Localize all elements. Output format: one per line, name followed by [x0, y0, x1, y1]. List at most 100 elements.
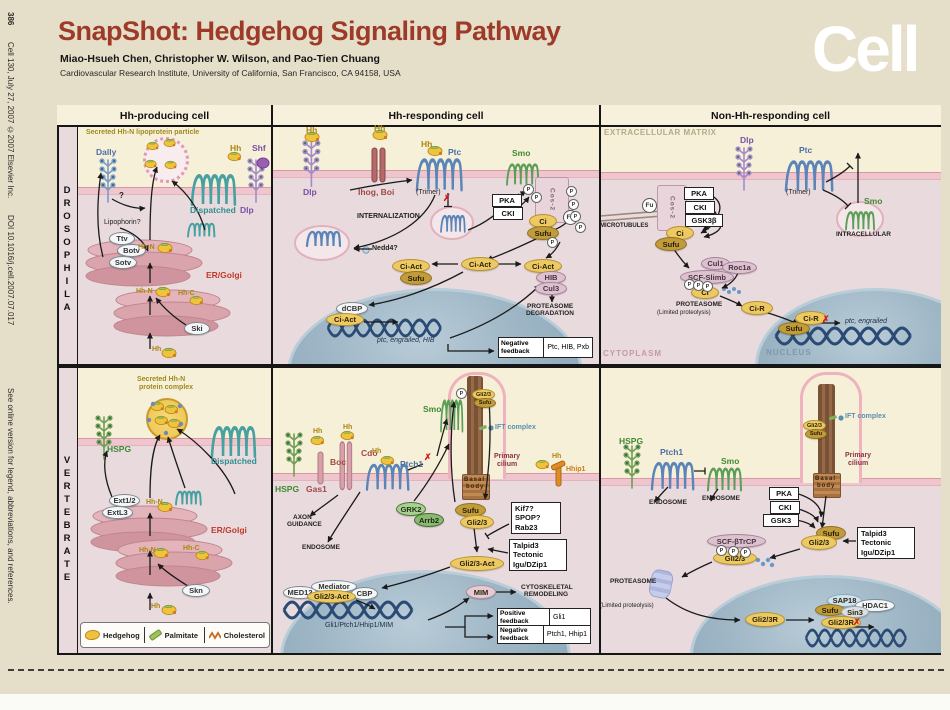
smo-label: Smo: [423, 404, 442, 414]
lipophorin-label: Lipophorin?: [104, 219, 141, 226]
nucleus-label: NUCLEUS: [766, 348, 812, 357]
smo-label: Smo: [864, 196, 883, 206]
hh-label: Hh: [151, 603, 161, 610]
nedd4-label: Nedd4?: [372, 245, 398, 252]
proteasome-degradation-line1: PROTEASOME: [527, 303, 574, 310]
mim-oval: MIM: [466, 585, 496, 599]
inhibition-x: ✗: [822, 314, 830, 324]
negative-feedback-table: Negative feedback Ptch1, Hhip1: [497, 625, 591, 644]
phosphate-badge: P: [716, 545, 727, 556]
cki-box: CKI: [770, 501, 800, 514]
dispatched-label: Dispatched: [211, 456, 257, 466]
cos2-label: Cos-2: [668, 196, 676, 220]
hspg-label: HSPG: [275, 484, 300, 494]
extracellular-zone: [272, 368, 600, 473]
ptc-label: Ptc: [448, 147, 462, 157]
legend-cholesterol: Cholesterol: [205, 631, 269, 640]
hh-label: Hh: [230, 143, 242, 153]
target-genes-label: ptc, engrailed: [845, 318, 888, 325]
plasma-membrane: [600, 478, 941, 486]
primary-cilium-line1: Primary: [494, 453, 521, 460]
endosome-label: ENDOSOME: [302, 544, 340, 551]
inhibition-x: ✗: [443, 193, 451, 203]
ptch1-label: Ptch1: [400, 459, 424, 469]
cul3-oval: Cul3: [535, 282, 567, 295]
gli23-act-oval: Gli2/3-Act: [450, 556, 504, 571]
gli23-oval: Gli2/3: [460, 515, 494, 529]
legend-divider: [203, 626, 205, 644]
sufu-oval: Sufu: [655, 237, 687, 251]
ift-complex-label: IFT complex: [845, 413, 886, 420]
feedback-targets: Ptch1, Hhip1: [546, 631, 587, 638]
kif7-line: Kif7?: [515, 504, 534, 513]
phosphate-badge: P: [568, 199, 579, 210]
phosphate-badge: P: [531, 192, 542, 203]
axon-guidance-line2: GUIDANCE: [287, 521, 322, 528]
hhn-label: Hh-N: [139, 547, 156, 554]
feedback-label: Negative feedback: [499, 338, 545, 357]
cytoplasm-label: CYTOPLASM: [603, 349, 663, 358]
smo-label: Smo: [512, 148, 531, 158]
authors-line: Miao-Hsueh Chen, Christopher W. Wilson, …: [60, 53, 380, 65]
ift-complex-label: IFT complex: [495, 424, 536, 431]
tectonic-line: Tectonic: [513, 550, 544, 560]
grk2-oval: GRK2: [396, 502, 426, 516]
feedback-targets: Gli1: [553, 614, 566, 621]
talpid-tectonic-box: Talpid3 Tectonic Igu/DZip1: [857, 527, 915, 560]
column-divider-1: [271, 105, 273, 655]
er-golgi-label: ER/Golgi: [211, 525, 247, 535]
proteasome-label: PROTEASOME: [676, 301, 723, 308]
er-golgi-label: ER/Golgi: [206, 270, 242, 280]
margin-page-number: 386: [6, 12, 15, 26]
target-genes-label: Gli1/Ptch1/Hhip1/MIM: [325, 622, 394, 629]
inhibition-x: ✗: [853, 617, 861, 627]
basal-body: [813, 473, 841, 498]
axon-guidance-line1: AXON: [293, 514, 312, 521]
legend-palmitate-label: Palmitate: [164, 630, 199, 640]
gsk3b-box: GSK3β: [685, 214, 723, 227]
secreted-particle-label: Secreted Hh-N lipoprotein particle: [86, 129, 200, 136]
margin-note: See online version for legend, abbreviat…: [6, 388, 15, 604]
pka-box: PKA: [769, 487, 799, 500]
hh-label: Hh: [374, 123, 386, 133]
cki-box: CKI: [685, 201, 715, 214]
basal-body-line1: Basal: [464, 477, 486, 483]
column-header-hh-producing: Hh-producing cell: [57, 105, 272, 126]
lipoprotein-particle: [143, 137, 189, 183]
trimer-label: (Trimer): [786, 189, 811, 196]
hedgehog-icon: [85, 630, 100, 640]
cos2-label: Cos-2: [548, 188, 556, 212]
sufu-oval: Sufu: [400, 271, 432, 285]
dispatched-label: Dispatched: [190, 205, 236, 215]
ext12-oval: Ext1/2: [109, 494, 140, 507]
hhn-label: Hh-N: [138, 244, 155, 251]
hhc-label: Hh-C: [183, 545, 200, 552]
smo-label: Smo: [721, 456, 740, 466]
spop-line: SPOP?: [515, 513, 541, 523]
kif7-spop-rab23-box: Kif7? SPOP? Rab23: [511, 502, 561, 535]
legend-hedgehog-label: Hedgehog: [103, 630, 140, 640]
ptc-label: Ptc: [799, 145, 813, 155]
cos2-scaffold: Cos-2: [657, 185, 687, 231]
phosphate-badge: P: [740, 547, 751, 558]
hh-label: Hh: [152, 346, 162, 353]
basal-body-line2: body: [466, 484, 485, 490]
phosphate-badge: P: [702, 281, 713, 292]
pka-box: PKA: [492, 194, 522, 207]
row-divider: [57, 364, 941, 368]
row-label-vertebrate: VERTEBRATE: [61, 455, 73, 585]
extracellular-zone: [272, 126, 600, 170]
sufu-tip-oval: Sufu: [474, 398, 496, 408]
fu-circle: Fu: [642, 198, 657, 213]
hh-label: Hh: [306, 125, 318, 135]
palmitate-icon: [148, 628, 163, 642]
secreted-complex-line1: Secreted Hh-N: [137, 376, 186, 383]
legend-palmitate: Palmitate: [145, 628, 204, 642]
question-mark: ?: [119, 191, 124, 200]
ecm-label: EXTRACELLULAR MATRIX: [604, 128, 717, 137]
dally-label: Dally: [96, 147, 117, 157]
talpid-tectonic-box: Talpid3 Tectonic Igu/DZip1: [509, 539, 567, 572]
tectonic-line: Tectonic: [861, 538, 892, 548]
shf-label: Shf: [252, 143, 266, 153]
cilium-axoneme: [818, 384, 835, 476]
